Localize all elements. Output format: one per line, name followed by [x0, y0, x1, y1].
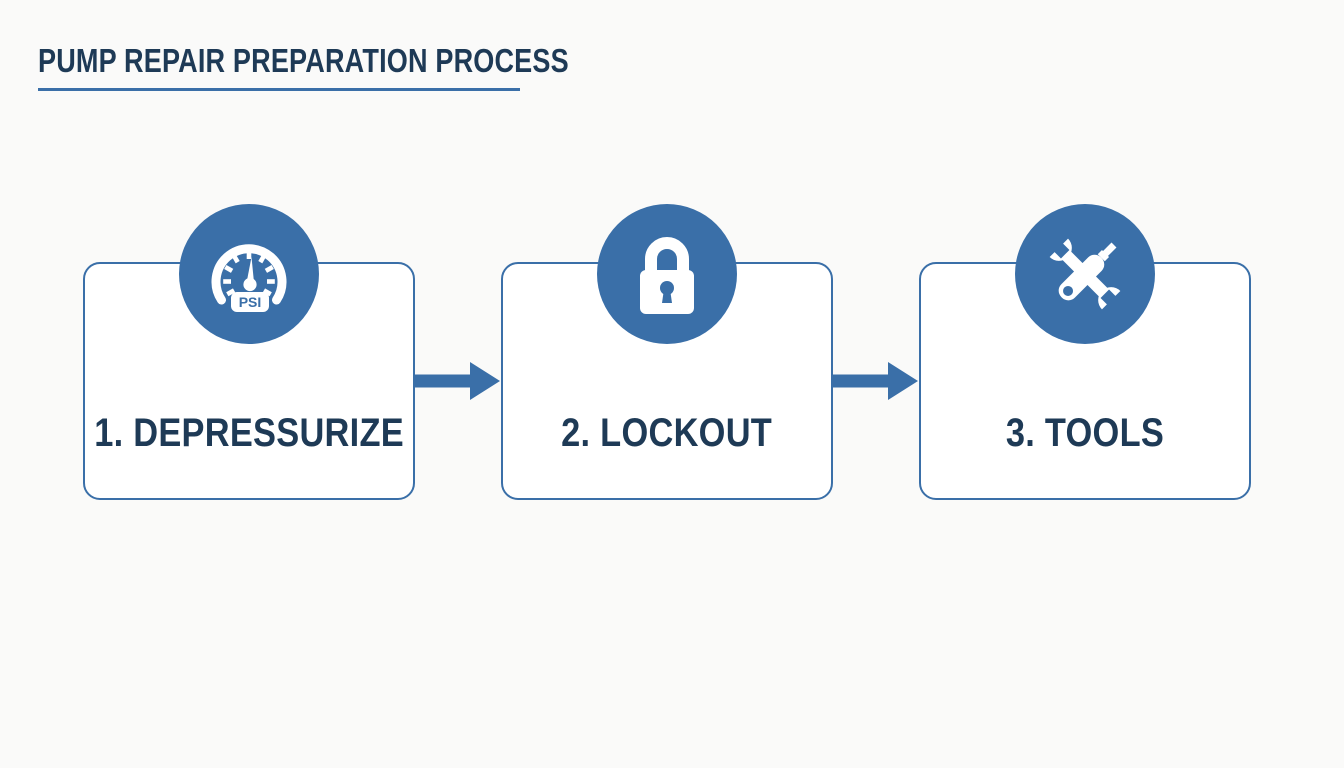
process-step-card-3[interactable]: 3. TOOLS	[919, 204, 1251, 500]
process-flow-diagram: PSI 1. DEPRESSURIZE 2. LOCKOUT	[83, 204, 1251, 500]
title-underline-rule	[38, 87, 520, 91]
padlock-icon	[597, 204, 737, 344]
process-step-label-2: 2. LOCKOUT	[561, 411, 773, 455]
flow-arrow-1	[415, 262, 501, 500]
process-step-label-3: 3. TOOLS	[1005, 411, 1165, 455]
page-title: PUMP REPAIR PREPARATION PROCESS	[38, 42, 569, 79]
wrench-screwdriver-icon	[1015, 204, 1155, 344]
page-header: PUMP REPAIR PREPARATION PROCESS	[38, 42, 658, 91]
pressure-gauge-icon: PSI	[179, 204, 319, 344]
flow-arrow-2	[833, 262, 919, 500]
process-step-card-1[interactable]: PSI 1. DEPRESSURIZE	[83, 204, 415, 500]
process-step-label-1: 1. DEPRESSURIZE	[94, 411, 404, 455]
process-step-card-2[interactable]: 2. LOCKOUT	[501, 204, 833, 500]
gauge-psi-label: PSI	[239, 294, 262, 310]
